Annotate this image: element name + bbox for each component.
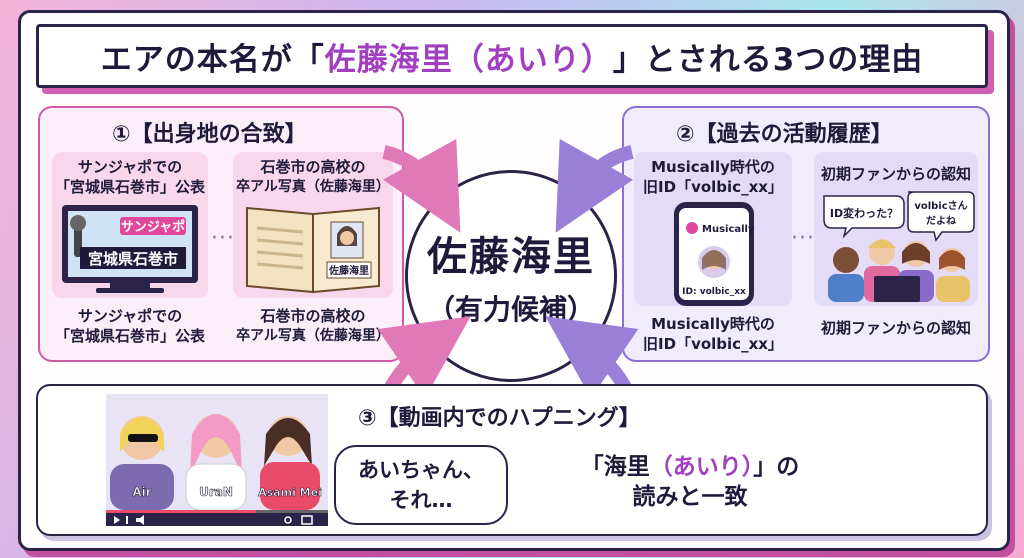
volume-icon [136, 515, 144, 525]
arrow-top-left [382, 138, 461, 233]
speech-line-1: あいちゃん、 [358, 458, 484, 482]
musically-caption-top-2: 旧ID「volbic_xx」 [643, 178, 783, 196]
result-prefix: 「海里 [580, 454, 650, 480]
musically-caption-bottom-2: 旧ID「volbic_xx」 [643, 335, 783, 353]
yearbook-caption-top-1: 石巻市の高校の [260, 158, 366, 176]
member-label-uran: UraN [199, 485, 233, 499]
title-highlight: 佐藤海里（あいり） [324, 41, 613, 78]
yearbook-icon: 佐藤海里 [246, 206, 380, 294]
arrow-top-right [555, 138, 634, 233]
tv-caption-bottom-1: サンジャポでの [77, 307, 183, 325]
tv-icon: サンジャポ 宮城県石巻市 [62, 205, 198, 293]
musically-caption-bottom-1: Musically時代の [651, 315, 775, 333]
phone-id: ID: volbic_xx [682, 287, 746, 297]
title-suffix: 」とされる3つの理由 [612, 41, 924, 78]
panel-history-title: ②【過去の活動履歴】 [676, 122, 893, 147]
connector-dots: ··· [211, 226, 235, 251]
tv-caption-top-1: サンジャポでの [77, 158, 183, 176]
panel-birthplace-title: ①【出身地の合致】 [112, 122, 307, 147]
tv-caption-top-2: 「宮城県石巻市」公表 [54, 178, 205, 196]
fan-bubble-1: ID変わった？ [830, 206, 898, 220]
tv-badge: サンジャポ [121, 219, 185, 235]
tv-caption-bottom-2: 「宮城県石巻市」公表 [54, 327, 205, 345]
member-label-asami: Asami Mei [258, 486, 322, 499]
app-name: Musically [702, 224, 755, 235]
page-title: エアの本名が「佐藤海里（あいり）」とされる3つの理由 [36, 24, 988, 88]
tv-headline: 宮城県石巻市 [88, 250, 178, 268]
result-line-2: 読みと一致 [632, 484, 748, 510]
result-highlight: （あいり） [649, 454, 754, 480]
member-label-air: Air [132, 485, 151, 499]
conclusion-text: 「海里（あいり）」の 読みと一致 [580, 452, 800, 512]
yearbook-name-label: 佐藤海里 [328, 264, 369, 277]
result-suffix: 」の [753, 454, 800, 480]
yearbook-caption-top-2: 卒アル写真（佐藤海里） [236, 179, 390, 195]
panel-video-title: ③【動画内でのハプニング】 [358, 406, 641, 431]
center-name: 佐藤海里 [427, 234, 595, 280]
fan-bubble-2b: だよね [926, 215, 956, 227]
speech-bubble: あいちゃん、 それ… [334, 445, 508, 525]
next-icon [126, 516, 128, 524]
fan-bubble-2a: volbicさん [914, 200, 967, 212]
speech-line-2: それ… [389, 488, 453, 512]
video-player[interactable]: Air UraN Asami Mei [106, 394, 328, 526]
fans-illustration: ID変わった？ volbicさん だよね [823, 191, 975, 302]
fans-caption-top: 初期ファンからの認知 [820, 165, 971, 183]
yearbook-caption-bottom-1: 石巻市の高校の [260, 307, 366, 325]
fullscreen-icon [301, 515, 313, 525]
yearbook-caption-bottom-2: 卒アル写真（佐藤海里） [236, 328, 390, 344]
title-prefix: エアの本名が「 [100, 41, 325, 78]
settings-icon [284, 516, 292, 524]
play-icon [114, 516, 120, 524]
musically-caption-top-1: Musically時代の [651, 158, 775, 176]
connector-dots-2: ··· [791, 226, 815, 251]
fans-caption-bottom: 初期ファンからの認知 [820, 319, 971, 337]
phone-icon: Musically ID: volbic_xx [674, 202, 755, 306]
